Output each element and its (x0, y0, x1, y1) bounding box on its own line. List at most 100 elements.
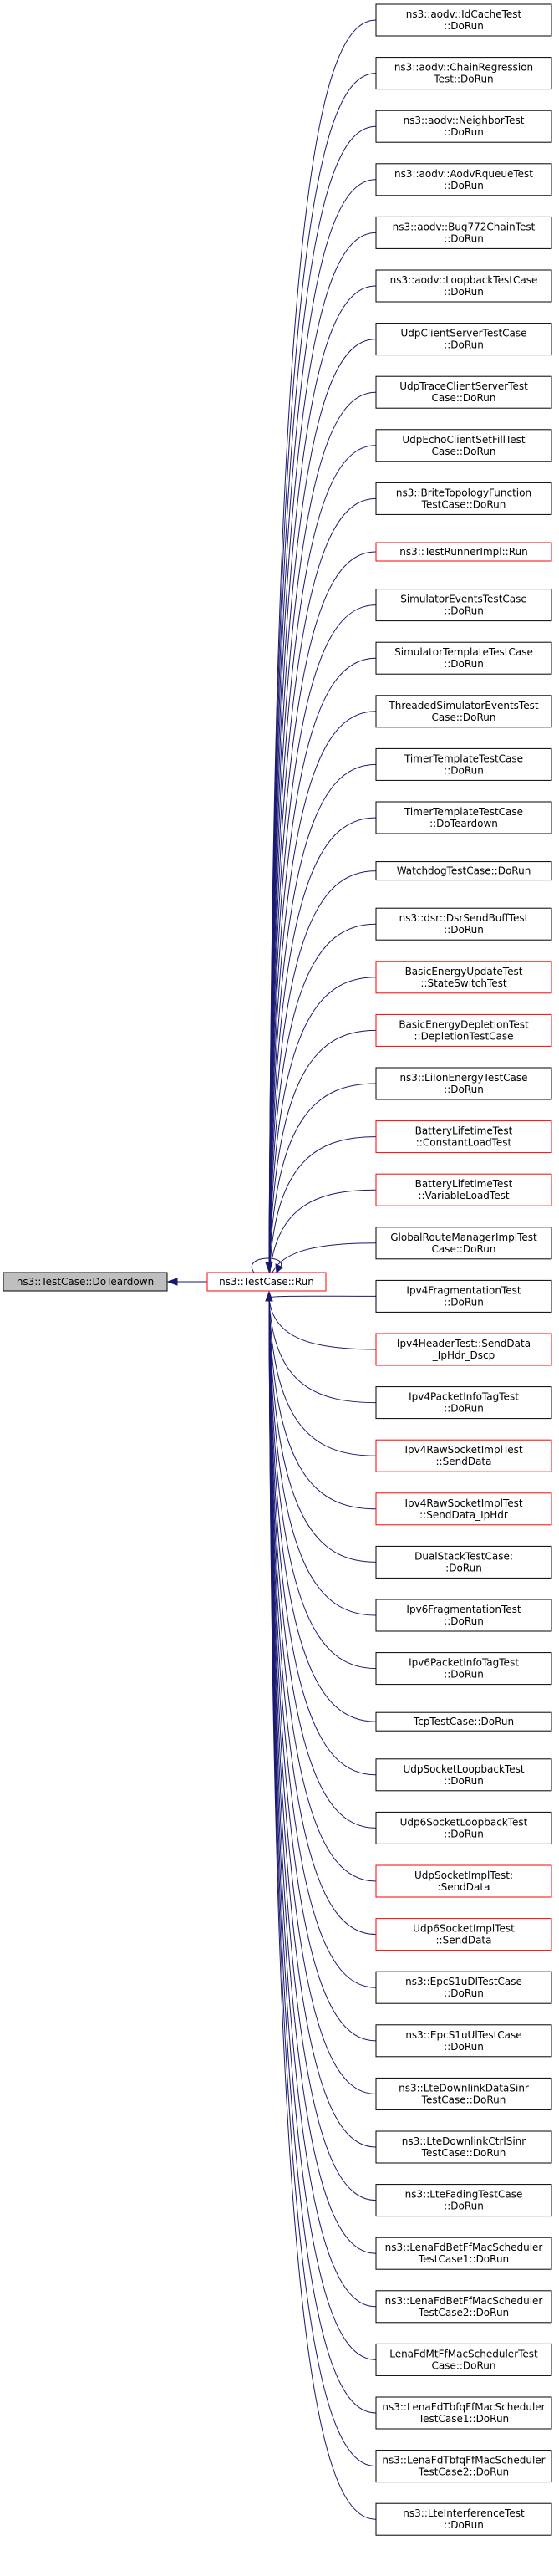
caller-node-udp6socketloopbacktest-dorun[interactable]: Udp6SocketLoopbackTest::DoRun (375, 1811, 552, 1844)
caller-nodes: ns3::aodv::IdCacheTest::DoRunns3::aodv::… (375, 3, 552, 2536)
node-box (375, 163, 552, 196)
caller-node-ns3-dsr-dsrsendbufftest-dorun[interactable]: ns3::dsr::DsrSendBuffTest::DoRun (375, 907, 552, 941)
caller-node-dualstacktestcase-dorun[interactable]: DualStackTestCase::DoRun (375, 1545, 552, 1579)
caller-node-simulatortemplatetestcase-dorun[interactable]: SimulatorTemplateTestCase::DoRun (375, 641, 552, 675)
caller-node-ipv4rawsocketimpltest-senddata[interactable]: Ipv4RawSocketImplTest::SendData (375, 1439, 552, 1472)
caller-node-udp6socketimpltest-senddata[interactable]: Udp6SocketImplTest::SendData (375, 1918, 552, 1951)
node-box (375, 1120, 552, 1154)
arrowhead (265, 1290, 273, 1302)
caller-node-batterylifetimetest-variableloadtest[interactable]: BatteryLifetimeTest::VariableLoadTest (375, 1173, 552, 1206)
edge-caller-to-run (268, 551, 377, 1285)
node-label-line: Udp6SocketLoopbackTest (400, 1816, 528, 1828)
caller-node-ipv6packetinfotagtest-dorun[interactable]: Ipv6PacketInfoTagTest::DoRun (375, 1652, 552, 1686)
node-label-line: Ipv6FragmentationTest (406, 1604, 521, 1615)
node-label-line: TestCase2::DoRun (418, 2466, 509, 2478)
caller-node-ns3-aodv-loopbacktestcase-dorun[interactable]: ns3::aodv::LoopbackTestCase::DoRun (375, 269, 552, 303)
caller-node-ipv4headertest-senddata-iphdr-dscp[interactable]: Ipv4HeaderTest::SendData_IpHdr_Dscp (375, 1333, 552, 1366)
caller-node-simulatoreventstestcase-dorun[interactable]: SimulatorEventsTestCase::DoRun (375, 589, 552, 622)
edge-caller-to-run (268, 19, 377, 1285)
node-box (375, 961, 552, 994)
caller-node-basicenergydepletiontest-depletiontestcase[interactable]: BasicEnergyDepletionTest::DepletionTestC… (375, 1013, 552, 1047)
node-box (375, 542, 552, 562)
node-label-line: ::DoRun (444, 126, 484, 138)
caller-node-watchdogtestcase-dorun[interactable]: WatchdogTestCase::DoRun (375, 861, 552, 881)
node-box (375, 2502, 552, 2536)
arrowhead (275, 1263, 283, 1274)
node-label-line: UdpSocketImplTest: (414, 1870, 513, 1881)
node-label-line: UdpTraceClientServerTest (399, 380, 528, 392)
caller-node-ns3-liionenergytestcase-dorun[interactable]: ns3::LiIonEnergyTestCase::DoRun (375, 1067, 552, 1100)
arrowhead (265, 1262, 273, 1273)
caller-node-ns3-aodv-aodvrqueuetest-dorun[interactable]: ns3::aodv::AodvRqueueTest::DoRun (375, 163, 552, 196)
node-label-line: ns3::TestCase::Run (219, 1276, 314, 1288)
node-box (375, 2343, 552, 2376)
caller-node-ns3-lenafdtbfqffmacschedulertestcase2-dorun[interactable]: ns3::LenaFdTbfqFfMacSchedulerTestCase2::… (375, 2450, 552, 2483)
node-box (375, 2450, 552, 2483)
node-label-line: Ipv4RawSocketImplTest (404, 1444, 522, 1456)
node-label-line: ::DoRun (444, 1084, 484, 1095)
caller-node-ipv4packetinfotagtest-dorun[interactable]: Ipv4PacketInfoTagTest::DoRun (375, 1386, 552, 1420)
node-box (375, 1918, 552, 1951)
node-box (375, 641, 552, 675)
caller-node-ns3-ltefadingtestcase-dorun[interactable]: ns3::LteFadingTestCase::DoRun (375, 2184, 552, 2217)
node-label-line: ::DoRun (444, 20, 484, 32)
caller-node-ipv4fragmentationtest-dorun[interactable]: Ipv4FragmentationTest::DoRun (375, 1279, 552, 1313)
edge-caller-to-run (268, 391, 377, 1285)
caller-node-ns3-aodv-idcachetest-dorun[interactable]: ns3::aodv::IdCacheTest::DoRun (375, 3, 552, 37)
caller-node-basicenergyupdatetest-stateswitchtest[interactable]: BasicEnergyUpdateTest::StateSwitchTest (375, 961, 552, 994)
node-label-line: ::VariableLoadTest (418, 1190, 509, 1201)
caller-node-ns3-epcs1udltestcase-dorun[interactable]: ns3::EpcS1uDlTestCase::DoRun (375, 1971, 552, 2004)
node-label-line: ::DepletionTestCase (414, 1030, 513, 1042)
caller-node-ns3-lenafdbetffmacschedulertestcase1-dorun[interactable]: ns3::LenaFdBetFfMacSchedulerTestCase1::D… (375, 2237, 552, 2270)
caller-node-timertemplatetestcase-doteardown[interactable]: TimerTemplateTestCase::DoTeardown (375, 801, 552, 834)
node-label-line: :DoRun (445, 1562, 482, 1574)
node-box (375, 801, 552, 834)
node-label-line: ::DoRun (444, 2201, 484, 2212)
node-label-line: UdpEchoClientSetFillTest (402, 434, 526, 446)
caller-node-udpsocketimpltest-senddata[interactable]: UdpSocketImplTest::SendData (375, 1864, 552, 1898)
node-label-line: BatteryLifetimeTest (415, 1178, 513, 1190)
node-box (375, 1758, 552, 1792)
node-box (375, 1333, 552, 1366)
node-label-line: ::DoRun (444, 180, 484, 191)
caller-node-ns3-lteinterferencetest-dorun[interactable]: ns3::LteInterferenceTest::DoRun (375, 2502, 552, 2536)
caller-node-ns3-aodv-bug772chaintest-dorun[interactable]: ns3::aodv::Bug772ChainTest::DoRun (375, 216, 552, 249)
node-label-line: ::SendData_IpHdr (419, 1509, 508, 1521)
caller-node-ns3-epcs1uultestcase-dorun[interactable]: ns3::EpcS1uUlTestCase::DoRun (375, 2024, 552, 2058)
edge-caller-to-run (268, 1297, 377, 2148)
caller-node-ipv4rawsocketimpltest-senddata-iphdr[interactable]: Ipv4RawSocketImplTest::SendData_IpHdr (375, 1492, 552, 1526)
caller-node-ns3-aodv-neighbortest-dorun[interactable]: ns3::aodv::NeighborTest::DoRun (375, 110, 552, 143)
caller-node-ns3-lenafdtbfqffmacschedulertestcase1-dorun[interactable]: ns3::LenaFdTbfqFfMacSchedulerTestCase1::… (375, 2396, 552, 2430)
caller-node-tcptestcase-dorun[interactable]: TcpTestCase::DoRun (375, 1711, 552, 1732)
node-box (375, 695, 552, 728)
node-label-line: ns3::BriteTopologyFunction (396, 487, 531, 498)
node-root-doteardown[interactable]: ns3::TestCase::DoTeardown (3, 1272, 168, 1292)
node-box (375, 2237, 552, 2270)
edge-caller-to-run (268, 1297, 377, 1563)
caller-node-udpclientservertestcase-dorun[interactable]: UdpClientServerTestCase::DoRun (375, 323, 552, 356)
node-label-line: SimulatorTemplateTestCase (394, 646, 533, 658)
caller-node-timertemplatetestcase-dorun[interactable]: TimerTemplateTestCase::DoRun (375, 747, 552, 781)
node-label-line: TestCase::DoRun (421, 2094, 506, 2105)
node-testcase-run[interactable]: ns3::TestCase::Run (206, 1272, 327, 1292)
caller-node-ns3-lenafdbetffmacschedulertestcase2-dorun[interactable]: ns3::LenaFdBetFfMacSchedulerTestCase2::D… (375, 2290, 552, 2324)
edge-caller-to-run (268, 1029, 377, 1285)
edge-caller-to-run (268, 817, 377, 1285)
caller-node-ns3-britetopologyfunctiontestcase-dorun[interactable]: ns3::BriteTopologyFunctionTestCase::DoRu… (375, 482, 552, 515)
caller-node-batterylifetimetest-constantloadtest[interactable]: BatteryLifetimeTest::ConstantLoadTest (375, 1120, 552, 1154)
node-label-line: ::DoRun (444, 1987, 484, 1999)
caller-node-udpsocketloopbacktest-dorun[interactable]: UdpSocketLoopbackTest::DoRun (375, 1758, 552, 1792)
caller-node-ns3-testrunnerimpl-run[interactable]: ns3::TestRunnerImpl::Run (375, 542, 552, 562)
node-box (375, 1439, 552, 1472)
node-box (375, 1173, 552, 1206)
caller-node-ipv6fragmentationtest-dorun[interactable]: Ipv6FragmentationTest::DoRun (375, 1599, 552, 1632)
node-label-line: Case::DoRun (431, 446, 495, 457)
